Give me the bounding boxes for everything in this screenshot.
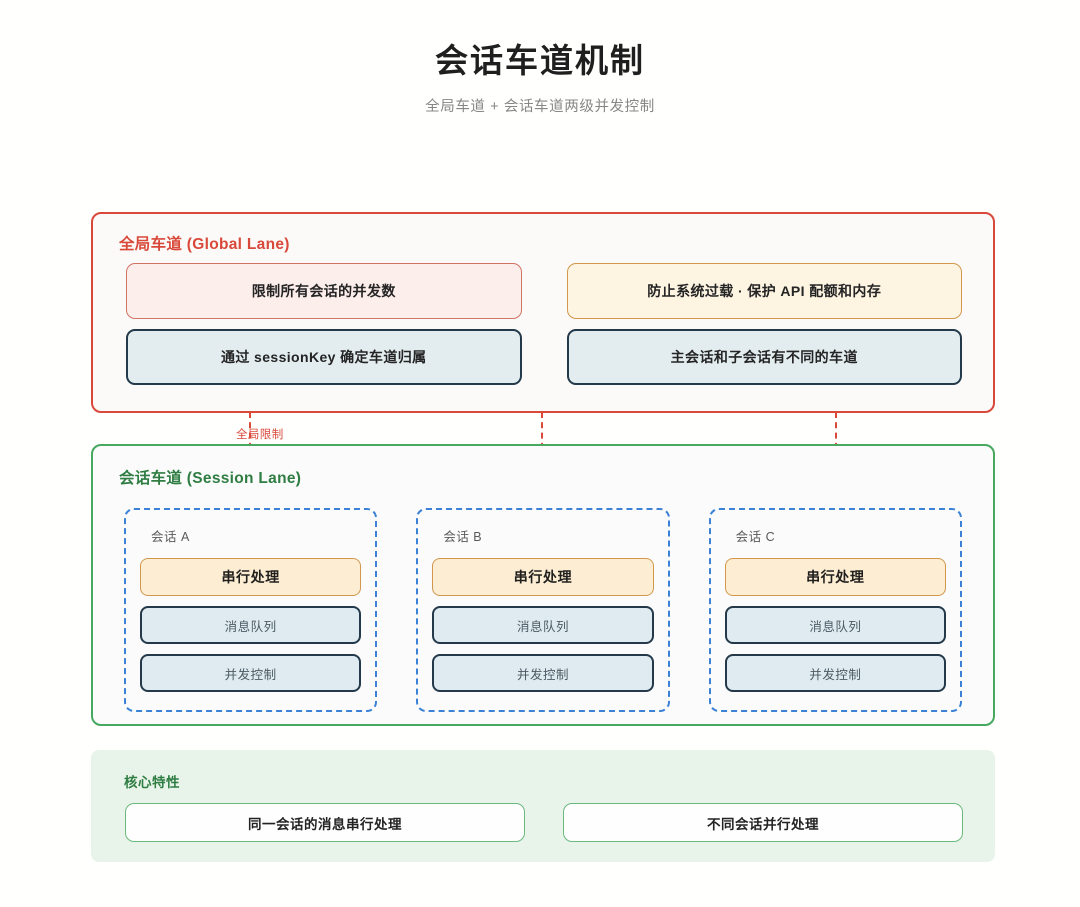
global-lane-box-concurrency-limit[interactable]: 限制所有会话的并发数	[126, 263, 522, 319]
session-card-grid: 会话 A 串行处理 消息队列 并发控制 会话 B 串行处理 消息队列	[124, 508, 962, 712]
global-lane-box-label: 主会话和子会话有不同的车道	[670, 349, 858, 365]
global-lane-box-grid: 限制所有会话的并发数 防止系统过载 · 保护 API 配额和内存 通过 sess…	[126, 263, 962, 385]
global-lane-box-label: 通过 sessionKey 确定车道归属	[220, 349, 427, 365]
session-card-row-label: 并发控制	[809, 667, 862, 682]
session-card-row-label: 消息队列	[809, 619, 862, 634]
session-card-row-concurrency-control[interactable]: 并发控制	[140, 654, 362, 692]
session-card-row-label: 串行处理	[513, 569, 573, 585]
session-card-row-message-queue[interactable]: 消息队列	[140, 606, 362, 644]
session-card-row-message-queue[interactable]: 消息队列	[724, 606, 946, 644]
session-lane-container: 会话车道 (Session Lane) 会话 A 串行处理 消息队列 并发控制 …	[91, 444, 995, 726]
core-features-title: 核心特性	[124, 775, 180, 790]
global-lane-box-label: 限制所有会话的并发数	[251, 283, 396, 299]
session-card-row-concurrency-control[interactable]: 并发控制	[724, 654, 946, 692]
session-card-row-label: 消息队列	[516, 619, 569, 634]
session-card-row-concurrency-control[interactable]: 并发控制	[432, 654, 654, 692]
feature-box-label: 同一会话的消息串行处理	[248, 816, 402, 832]
session-card-row-label: 串行处理	[806, 569, 865, 585]
session-card-label: 会话 A	[151, 530, 190, 544]
session-card-row-label: 消息队列	[224, 619, 277, 634]
connector-label-global-limit: 全局限制	[236, 429, 284, 441]
global-lane-container: 全局车道 (Global Lane) 限制所有会话的并发数 防止系统过载 · 保…	[91, 212, 995, 413]
page-subtitle: 全局车道 + 会话车道两级并发控制	[425, 99, 655, 116]
global-lane-box-parent-child-lane[interactable]: 主会话和子会话有不同的车道	[566, 329, 962, 385]
core-features-grid: 同一会话的消息串行处理 不同会话并行处理	[125, 803, 963, 842]
session-card-row-serial-processing[interactable]: 串行处理	[432, 558, 654, 596]
global-lane-box-overload-protection[interactable]: 防止系统过载 · 保护 API 配额和内存	[566, 263, 962, 319]
session-card-row-message-queue[interactable]: 消息队列	[432, 606, 654, 644]
session-lane-title: 会话车道 (Session Lane)	[119, 470, 302, 487]
session-card-c[interactable]: 会话 C 串行处理 消息队列 并发控制	[708, 508, 962, 712]
session-card-row-serial-processing[interactable]: 串行处理	[140, 558, 362, 596]
session-card-row-label: 并发控制	[516, 667, 569, 682]
session-card-b[interactable]: 会话 B 串行处理 消息队列 并发控制	[416, 508, 670, 712]
session-card-row-label: 串行处理	[221, 569, 280, 585]
core-features-container: 核心特性 同一会话的消息串行处理 不同会话并行处理	[91, 750, 995, 862]
feature-box-serial-within-session[interactable]: 同一会话的消息串行处理	[125, 803, 525, 842]
global-lane-box-label: 防止系统过载 · 保护 API 配额和内存	[647, 283, 882, 299]
diagram-header: 会话车道机制 全局车道 + 会话车道两级并发控制	[0, 0, 1080, 116]
session-card-label: 会话 C	[735, 530, 776, 544]
session-card-row-serial-processing[interactable]: 串行处理	[724, 558, 946, 596]
session-card-label: 会话 B	[443, 530, 483, 544]
page-title: 会话车道机制	[435, 42, 645, 79]
global-lane-box-session-key[interactable]: 通过 sessionKey 确定车道归属	[126, 329, 522, 385]
session-card-row-label: 并发控制	[224, 667, 277, 682]
feature-box-label: 不同会话并行处理	[707, 816, 819, 832]
global-lane-title: 全局车道 (Global Lane)	[119, 236, 290, 253]
session-card-a[interactable]: 会话 A 串行处理 消息队列 并发控制	[124, 508, 378, 712]
feature-box-parallel-across-sessions[interactable]: 不同会话并行处理	[563, 803, 963, 842]
